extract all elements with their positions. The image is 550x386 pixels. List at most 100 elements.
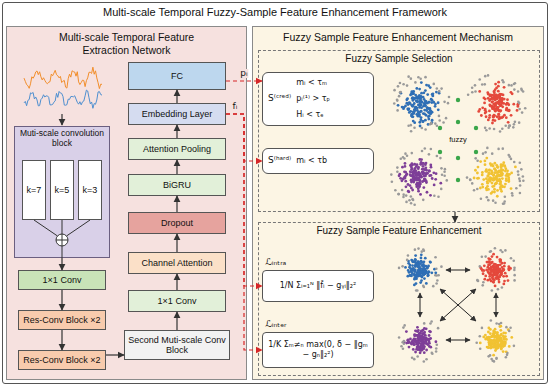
scatter-dot <box>403 342 406 345</box>
scatter-dot <box>504 195 507 198</box>
scatter-dot <box>422 168 425 171</box>
scatter-dot <box>517 90 520 93</box>
scatter-dot <box>436 124 439 127</box>
scatter-dot <box>439 182 442 185</box>
scatter-dot <box>407 341 410 344</box>
scatter-dot <box>487 74 490 77</box>
scatter-dot <box>474 126 478 130</box>
selection-group: Fuzzy Sample SelectionS⁽ᶜʳᵉᵈ⁾mᵢ < τₘpᵢ⁽¹… <box>258 50 540 212</box>
scatter-dot <box>423 98 426 101</box>
scatter-dot <box>492 280 495 283</box>
embedding-box: Embedding Layer <box>128 103 226 125</box>
scatter-dot <box>412 267 415 270</box>
scatter-dot <box>405 201 408 204</box>
scatter-dot <box>476 279 479 282</box>
scatter-dot <box>484 160 487 163</box>
scatter-dot <box>491 163 494 166</box>
scatter-dot <box>424 270 427 273</box>
scatter-dot <box>404 171 407 174</box>
scatter-dot <box>493 188 496 191</box>
scatter-dot <box>482 335 485 338</box>
scatter-dot <box>503 262 506 265</box>
scatter-dot <box>507 180 510 183</box>
scatter-dot <box>476 177 479 180</box>
scatter-dot <box>438 119 441 122</box>
scatter-dot <box>506 98 509 101</box>
scatter-dot <box>428 101 431 104</box>
scatter-dot <box>424 265 427 268</box>
scatter-dot <box>425 282 428 285</box>
scatter-dot <box>437 327 440 330</box>
scatter-dot <box>491 255 494 258</box>
scatter-dot <box>511 192 514 195</box>
scatter-dot <box>396 109 399 112</box>
scatter-dot <box>437 196 440 199</box>
scatter-dot <box>423 360 426 363</box>
scatter-dot <box>412 177 415 180</box>
scatter-dot <box>425 102 428 105</box>
scatter-dot <box>491 178 494 181</box>
flow-arrow <box>61 258 62 270</box>
scatter-dot <box>500 338 503 341</box>
scatter-dot <box>427 111 430 114</box>
node-text: mᵢ < τₘ <box>296 78 368 88</box>
scatter-dot <box>500 190 503 193</box>
scatter-dot <box>502 94 505 97</box>
scatter-dot <box>503 114 506 117</box>
scatter-dot <box>424 163 427 166</box>
scatter-dot <box>494 104 497 107</box>
scatter-dot <box>424 128 427 131</box>
scatter-dot <box>493 114 496 117</box>
scatter-dot <box>405 330 408 333</box>
flow-arrow <box>176 274 177 290</box>
scatter-dot <box>414 169 417 172</box>
scatter-dot <box>510 257 513 260</box>
res-conv-box: Res-Conv Block ×2 <box>18 350 106 370</box>
scatter-dot <box>422 265 425 268</box>
scatter-dot <box>418 104 421 107</box>
scatter-dot <box>420 329 423 332</box>
scatter-dot <box>484 75 487 78</box>
scatter-dot <box>491 101 494 104</box>
scatter-dot <box>420 343 423 346</box>
node-label: Fuzzy Sample Feature Enhancement <box>259 223 539 236</box>
scatter-dot <box>510 114 513 117</box>
edge-label: pᵢ <box>239 69 248 78</box>
scatter-dot <box>474 84 477 87</box>
scatter-dot <box>425 169 428 172</box>
scatter-dot <box>496 266 499 269</box>
scatter-dot <box>493 98 496 101</box>
scatter-dot <box>430 352 433 355</box>
scatter-dot <box>490 172 493 175</box>
scatter-dot <box>484 127 487 130</box>
scatter-dot <box>419 78 422 81</box>
scatter-dot <box>420 253 423 256</box>
scatter-dot <box>493 191 496 194</box>
scatter-dot <box>428 338 431 341</box>
scatter-dot <box>430 122 433 125</box>
scatter-dot <box>423 322 426 325</box>
scatter-dot <box>513 269 516 272</box>
scatter-dot <box>497 106 500 109</box>
enhancement-group: Fuzzy Sample Feature Enhancementℒᵢₙₜᵣₐ1/… <box>258 222 540 376</box>
scatter-dot <box>481 186 484 189</box>
scatter-dot <box>411 356 414 359</box>
scatter-dot <box>397 104 400 107</box>
scatter-dot <box>437 101 440 104</box>
scatter-dot <box>440 188 443 191</box>
scatter-dot <box>493 91 496 94</box>
scatter-dot <box>491 289 494 292</box>
scatter-dot <box>498 179 501 182</box>
scatter-dot <box>498 268 501 271</box>
scatter-dot <box>486 91 489 94</box>
scatter-dot <box>409 338 412 341</box>
scatter-dot <box>414 81 417 84</box>
node-label: BiGRU <box>163 180 191 190</box>
scatter-dot <box>422 186 425 189</box>
scatter-dot <box>501 172 504 175</box>
flow-arrow <box>61 330 62 350</box>
scatter-dot <box>435 282 438 285</box>
scatter-dot <box>415 289 418 292</box>
scatter-dot <box>479 342 482 345</box>
scatter-dot <box>396 170 399 173</box>
